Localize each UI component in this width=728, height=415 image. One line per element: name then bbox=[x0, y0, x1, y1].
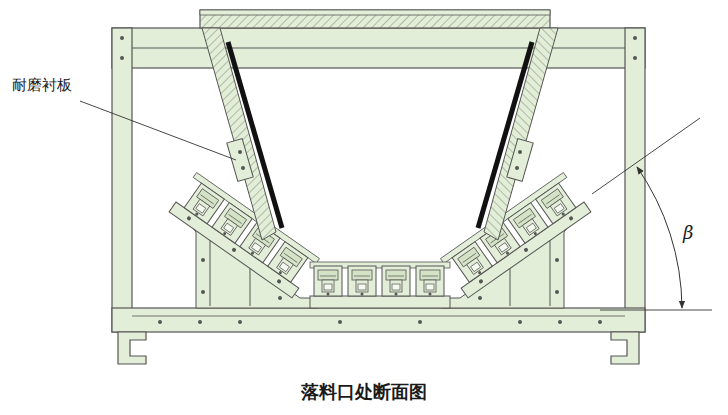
part-label: 耐磨衬板 bbox=[12, 76, 72, 95]
figure-caption: 落料口处断面图 bbox=[301, 380, 427, 404]
angle-label: β bbox=[682, 222, 694, 243]
